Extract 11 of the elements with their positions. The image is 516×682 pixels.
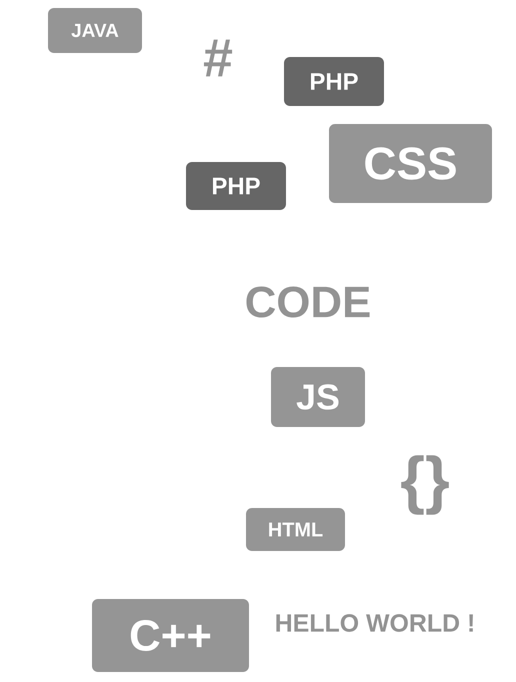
label-box: C++ <box>92 599 249 672</box>
hash-symbol: # <box>204 40 232 76</box>
decorative-word: HELLO WORLD ! <box>276 614 473 632</box>
brace-symbol: {} <box>401 455 449 515</box>
label-box: PHP <box>186 162 286 210</box>
label-box: HTML <box>246 508 345 551</box>
decorative-word: CODE <box>246 286 370 318</box>
label-box: CSS <box>329 124 492 203</box>
label-box: PHP <box>284 57 384 106</box>
label-box: JAVA <box>48 8 142 53</box>
label-box: JS <box>271 367 365 427</box>
